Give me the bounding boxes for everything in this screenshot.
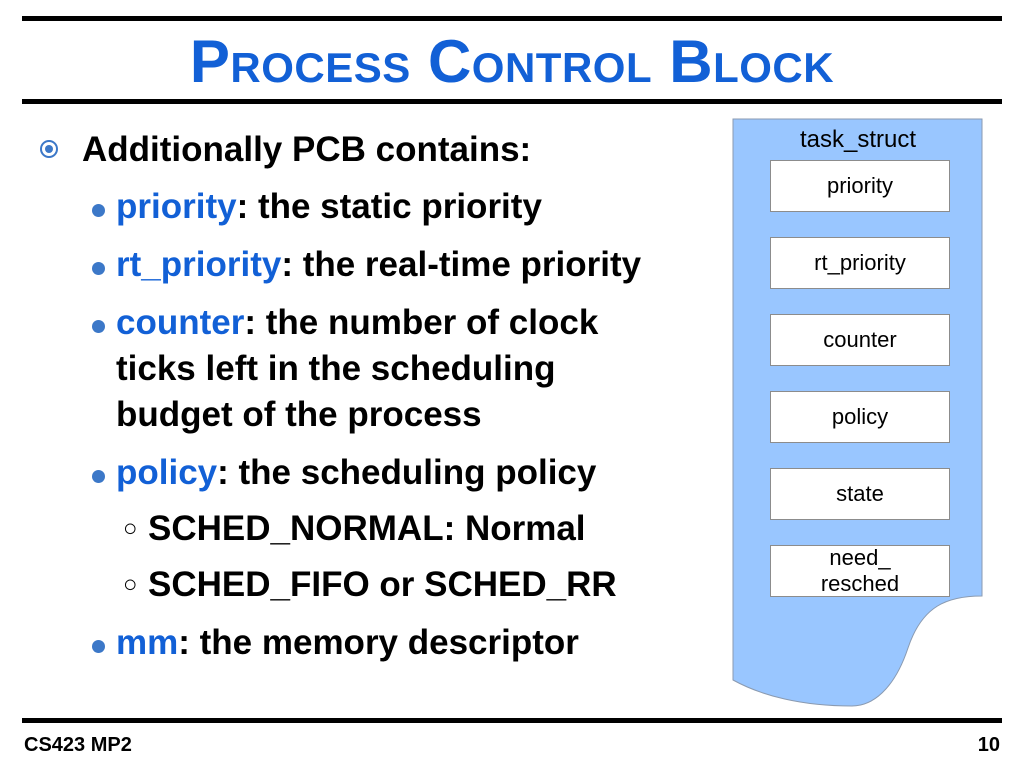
circled-dot-bullet-icon [40, 140, 58, 158]
bullet-text: : the memory descriptor [178, 623, 579, 662]
bullet-keyword: counter [116, 303, 245, 342]
field-rt-priority: rt_priority [770, 237, 950, 289]
slide-title: Process Control Block [189, 28, 835, 95]
bullet-keyword: mm [116, 623, 179, 662]
bullet-dot-icon [92, 320, 105, 333]
bullet-keyword: priority [116, 187, 237, 226]
field-state: state [770, 468, 950, 520]
bullet-list: Additionally PCB contains: priority: the… [30, 128, 730, 666]
bullet-heading: Additionally PCB contains: [30, 128, 730, 172]
bullet-text: : the number of clock ticks left in the … [116, 303, 599, 434]
bullet-rt-priority: rt_priority: the real-time priority [30, 242, 730, 288]
footer-course: CS423 MP2 [24, 734, 132, 756]
bullet-keyword: policy [116, 453, 218, 492]
field-counter: counter [770, 314, 950, 366]
bullet-dot-icon [92, 640, 105, 653]
task-struct-diagram: task_struct priority rt_priority counter… [732, 118, 984, 708]
policy-option-text: SCHED_NORMAL: Normal [148, 509, 586, 548]
title-rule [22, 99, 1002, 104]
footer-rule [22, 718, 1002, 723]
bullet-heading-text: Additionally PCB contains: [82, 130, 532, 169]
bullet-dot-icon [92, 204, 105, 217]
footer-page-number: 10 [977, 734, 1000, 756]
policy-option-fifo-rr: ○ SCHED_FIFO or SCHED_RR [30, 562, 730, 608]
policy-option-normal: ○ SCHED_NORMAL: Normal [30, 506, 730, 552]
hollow-circle-bullet-icon: ○ [123, 515, 138, 542]
field-need-resched: need_ resched [770, 545, 950, 597]
bullet-text: : the real-time priority [281, 245, 642, 284]
bullet-dot-icon [92, 470, 105, 483]
bullet-dot-icon [92, 262, 105, 275]
bullet-text: : the scheduling policy [217, 453, 597, 492]
bullet-counter: counter: the number of clock ticks left … [30, 300, 676, 438]
bullet-mm: mm: the memory descriptor [30, 620, 730, 666]
top-rule [22, 16, 1002, 21]
policy-option-text: SCHED_FIFO or SCHED_RR [148, 565, 617, 604]
field-priority: priority [770, 160, 950, 212]
hollow-circle-bullet-icon: ○ [123, 571, 138, 598]
bullet-text: : the static priority [236, 187, 542, 226]
task-struct-label: task_struct [799, 126, 917, 153]
bullet-priority: priority: the static priority [30, 184, 730, 230]
field-policy: policy [770, 391, 950, 443]
bullet-keyword: rt_priority [116, 245, 282, 284]
bullet-policy: policy: the scheduling policy [30, 450, 730, 496]
